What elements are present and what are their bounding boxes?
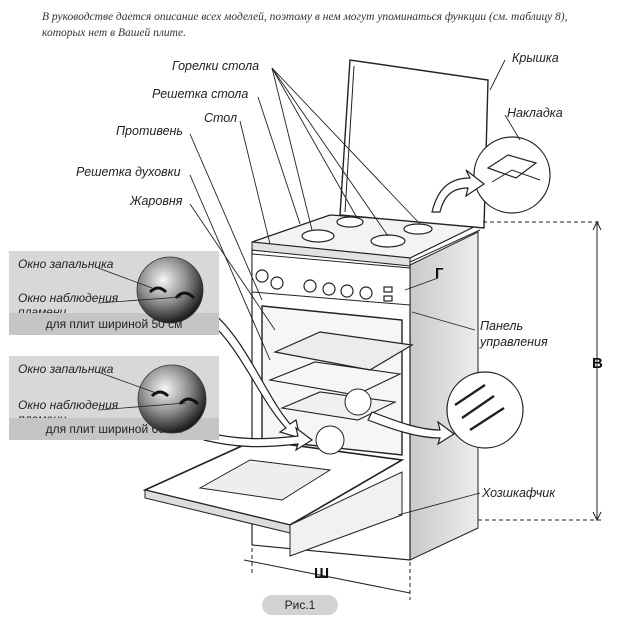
ignition-panel-60: Окно запальника Окно наблюдения пламени …: [9, 356, 219, 440]
ignition-panel-50: Окно запальника Окно наблюдения пламени …: [9, 251, 219, 335]
oven-grid: [267, 361, 402, 396]
lid: [339, 59, 489, 229]
label-control-panel-line1: Панель: [480, 319, 524, 333]
ignition-window-label: Окно запальника: [18, 362, 114, 376]
label-lid: Крышка: [512, 51, 559, 65]
dimension-depth: Г: [435, 265, 444, 282]
manual-note: В руководстве дается описание всех модел…: [42, 11, 568, 39]
label-burners: Горелки стола: [172, 59, 260, 73]
flame-window-line1: Окно наблюдения: [18, 398, 119, 412]
leader-lines: [189, 59, 521, 516]
dimension-height: В: [592, 355, 603, 372]
label-baking-tray: Противень: [116, 124, 183, 138]
label-cover-plate: Накладка: [507, 106, 563, 120]
label-control-panel-line2: управления: [480, 335, 548, 349]
dimension-lines: [243, 220, 602, 600]
ignition-window-label: Окно запальника: [18, 257, 114, 271]
figure-caption: Рис.1: [262, 595, 338, 615]
drawer: [289, 471, 403, 557]
label-roaster: Жаровня: [130, 194, 183, 208]
roaster-tray: [273, 331, 414, 371]
cover-plate-inset: [473, 136, 551, 214]
label-control-panel: Панель управления: [480, 318, 548, 350]
rail-inset: [446, 371, 524, 449]
callout-arrows: [203, 169, 486, 452]
panel-caption: для плит шириной 50 см: [9, 313, 219, 335]
flame-window-line1: Окно наблюдения: [18, 291, 119, 305]
burners: [301, 216, 433, 248]
label-table-grid: Решетка стола: [152, 87, 249, 101]
knobs: [255, 269, 393, 302]
label-oven-grid: Решетка духовки: [76, 165, 181, 179]
dimension-width: Ш: [314, 565, 330, 582]
label-table: Стол: [204, 111, 238, 125]
label-drawer: Хозшкафчик: [482, 486, 556, 500]
panel-caption: для плит шириной 60 см: [9, 418, 219, 440]
